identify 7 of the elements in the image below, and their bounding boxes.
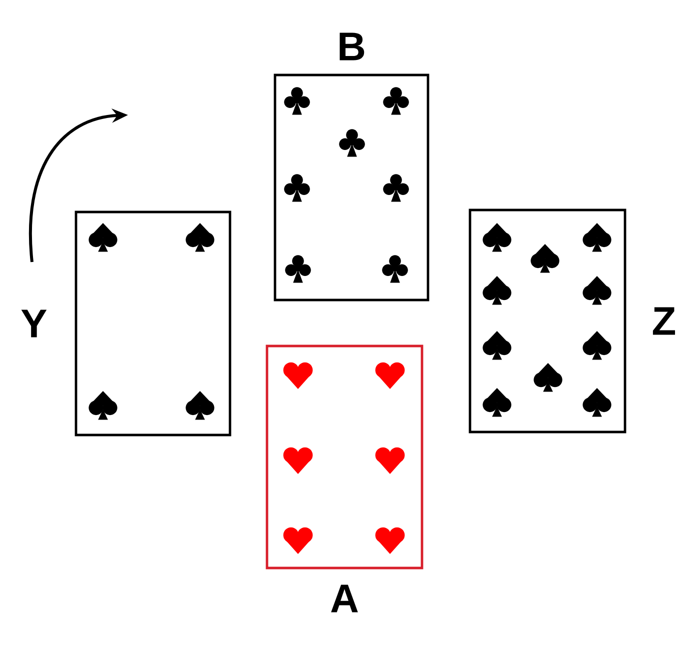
playing-card: B (274, 32, 430, 302)
playing-card: A (266, 344, 424, 612)
node-label: Y (21, 310, 47, 338)
node-label: B (340, 32, 364, 60)
playing-card: Y (21, 210, 232, 436)
node-label: A (331, 584, 358, 612)
node-label: Z (652, 307, 676, 335)
